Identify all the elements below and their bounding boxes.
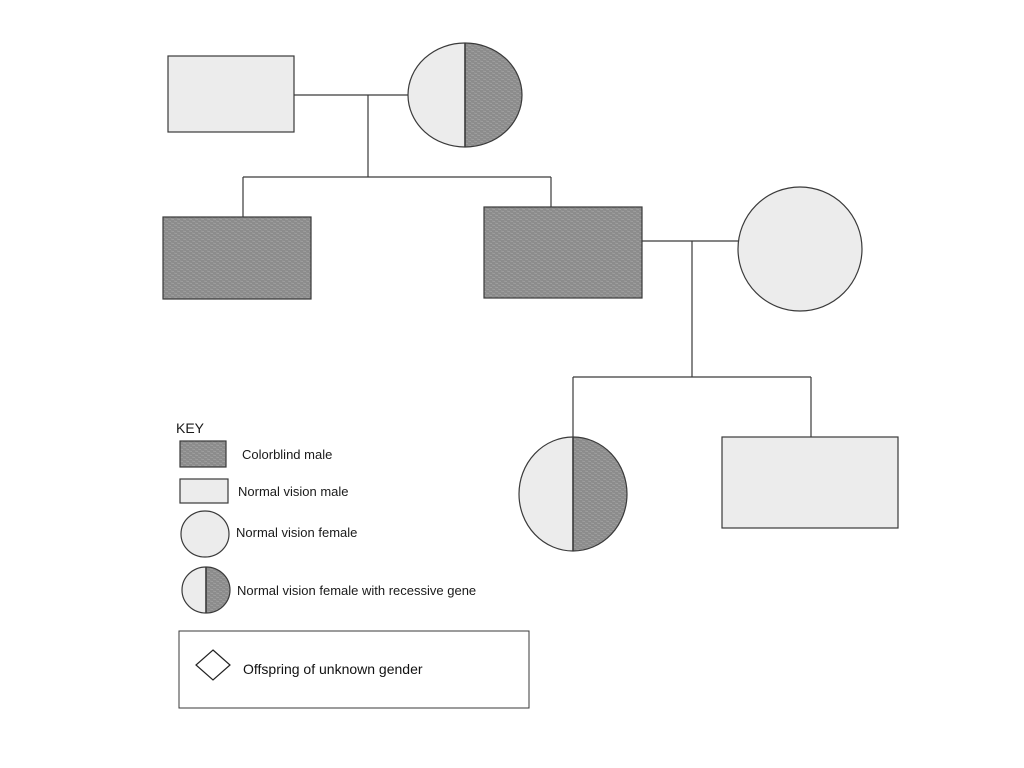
key-normal-female-label: Normal vision female: [236, 525, 357, 540]
key-normal-male-symbol: [179, 478, 229, 504]
key-carrier-female-symbol: [181, 566, 231, 614]
gen2-normal-female-spouse: [737, 186, 863, 312]
gen2-colorblind-male-left: [162, 216, 312, 300]
key-colorblind-male-symbol: [179, 440, 227, 468]
diamond-icon: [195, 649, 231, 681]
gen3-normal-male: [721, 436, 899, 529]
key-heading: KEY: [176, 420, 205, 436]
gen2-colorblind-male-right: [483, 206, 643, 299]
gen1-mother-carrier-female: [407, 42, 523, 148]
key-carrier-female-label: Normal vision female with recessive gene: [237, 583, 476, 598]
unknown-gender-label: Offspring of unknown gender: [243, 661, 423, 677]
key-normal-male-label: Normal vision male: [238, 484, 349, 499]
gen1-father-normal-male: [167, 55, 295, 133]
unknown-gender-box: Offspring of unknown gender: [178, 630, 530, 709]
gen2-lines: [572, 240, 812, 437]
key-normal-female-symbol: [180, 510, 230, 558]
unknown-gender-frame: [178, 630, 530, 709]
key-colorblind-male-label: Colorblind male: [242, 447, 332, 462]
gen3-carrier-female: [518, 436, 628, 552]
gen1-lines: [242, 94, 552, 217]
key-legend: KEY Colorblind male Normal vision male N…: [176, 420, 476, 614]
